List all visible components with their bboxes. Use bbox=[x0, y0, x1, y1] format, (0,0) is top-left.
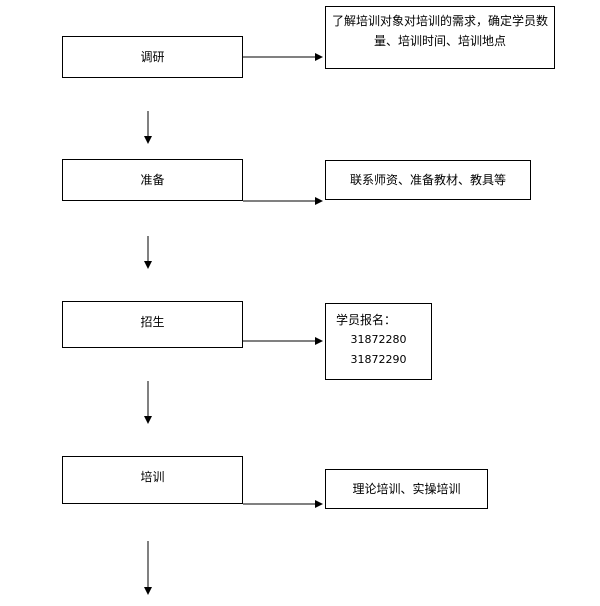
phone-number-1: 31872280 bbox=[350, 333, 407, 346]
stage-prepare-box: 准备 bbox=[62, 159, 243, 201]
stage-train-label: 培训 bbox=[140, 470, 165, 484]
stage-train-box: 培训 bbox=[62, 456, 243, 504]
stage-enroll-label: 招生 bbox=[140, 315, 165, 329]
note-enroll-box: 学员报名： 31872280 31872290 bbox=[325, 303, 432, 380]
note-train-text: 理论培训、实操培训 bbox=[352, 482, 461, 496]
note-prepare-text: 联系师资、准备教材、教具等 bbox=[349, 173, 506, 187]
stage-research-box: 调研 bbox=[62, 36, 243, 78]
note-enroll-title: 学员报名： bbox=[336, 313, 397, 327]
note-prepare-box: 联系师资、准备教材、教具等 bbox=[325, 160, 531, 200]
stage-enroll-box: 招生 bbox=[62, 301, 243, 348]
phone-number-2: 31872290 bbox=[350, 353, 407, 366]
note-train-box: 理论培训、实操培训 bbox=[325, 469, 488, 509]
note-research-text: 了解培训对象对培训的需求，确定学员数量、培训时间、培训地点 bbox=[332, 14, 549, 48]
stage-research-label: 调研 bbox=[140, 50, 165, 64]
stage-prepare-label: 准备 bbox=[140, 173, 165, 187]
note-research-box: 了解培训对象对培训的需求，确定学员数量、培训时间、培训地点 bbox=[325, 6, 555, 69]
